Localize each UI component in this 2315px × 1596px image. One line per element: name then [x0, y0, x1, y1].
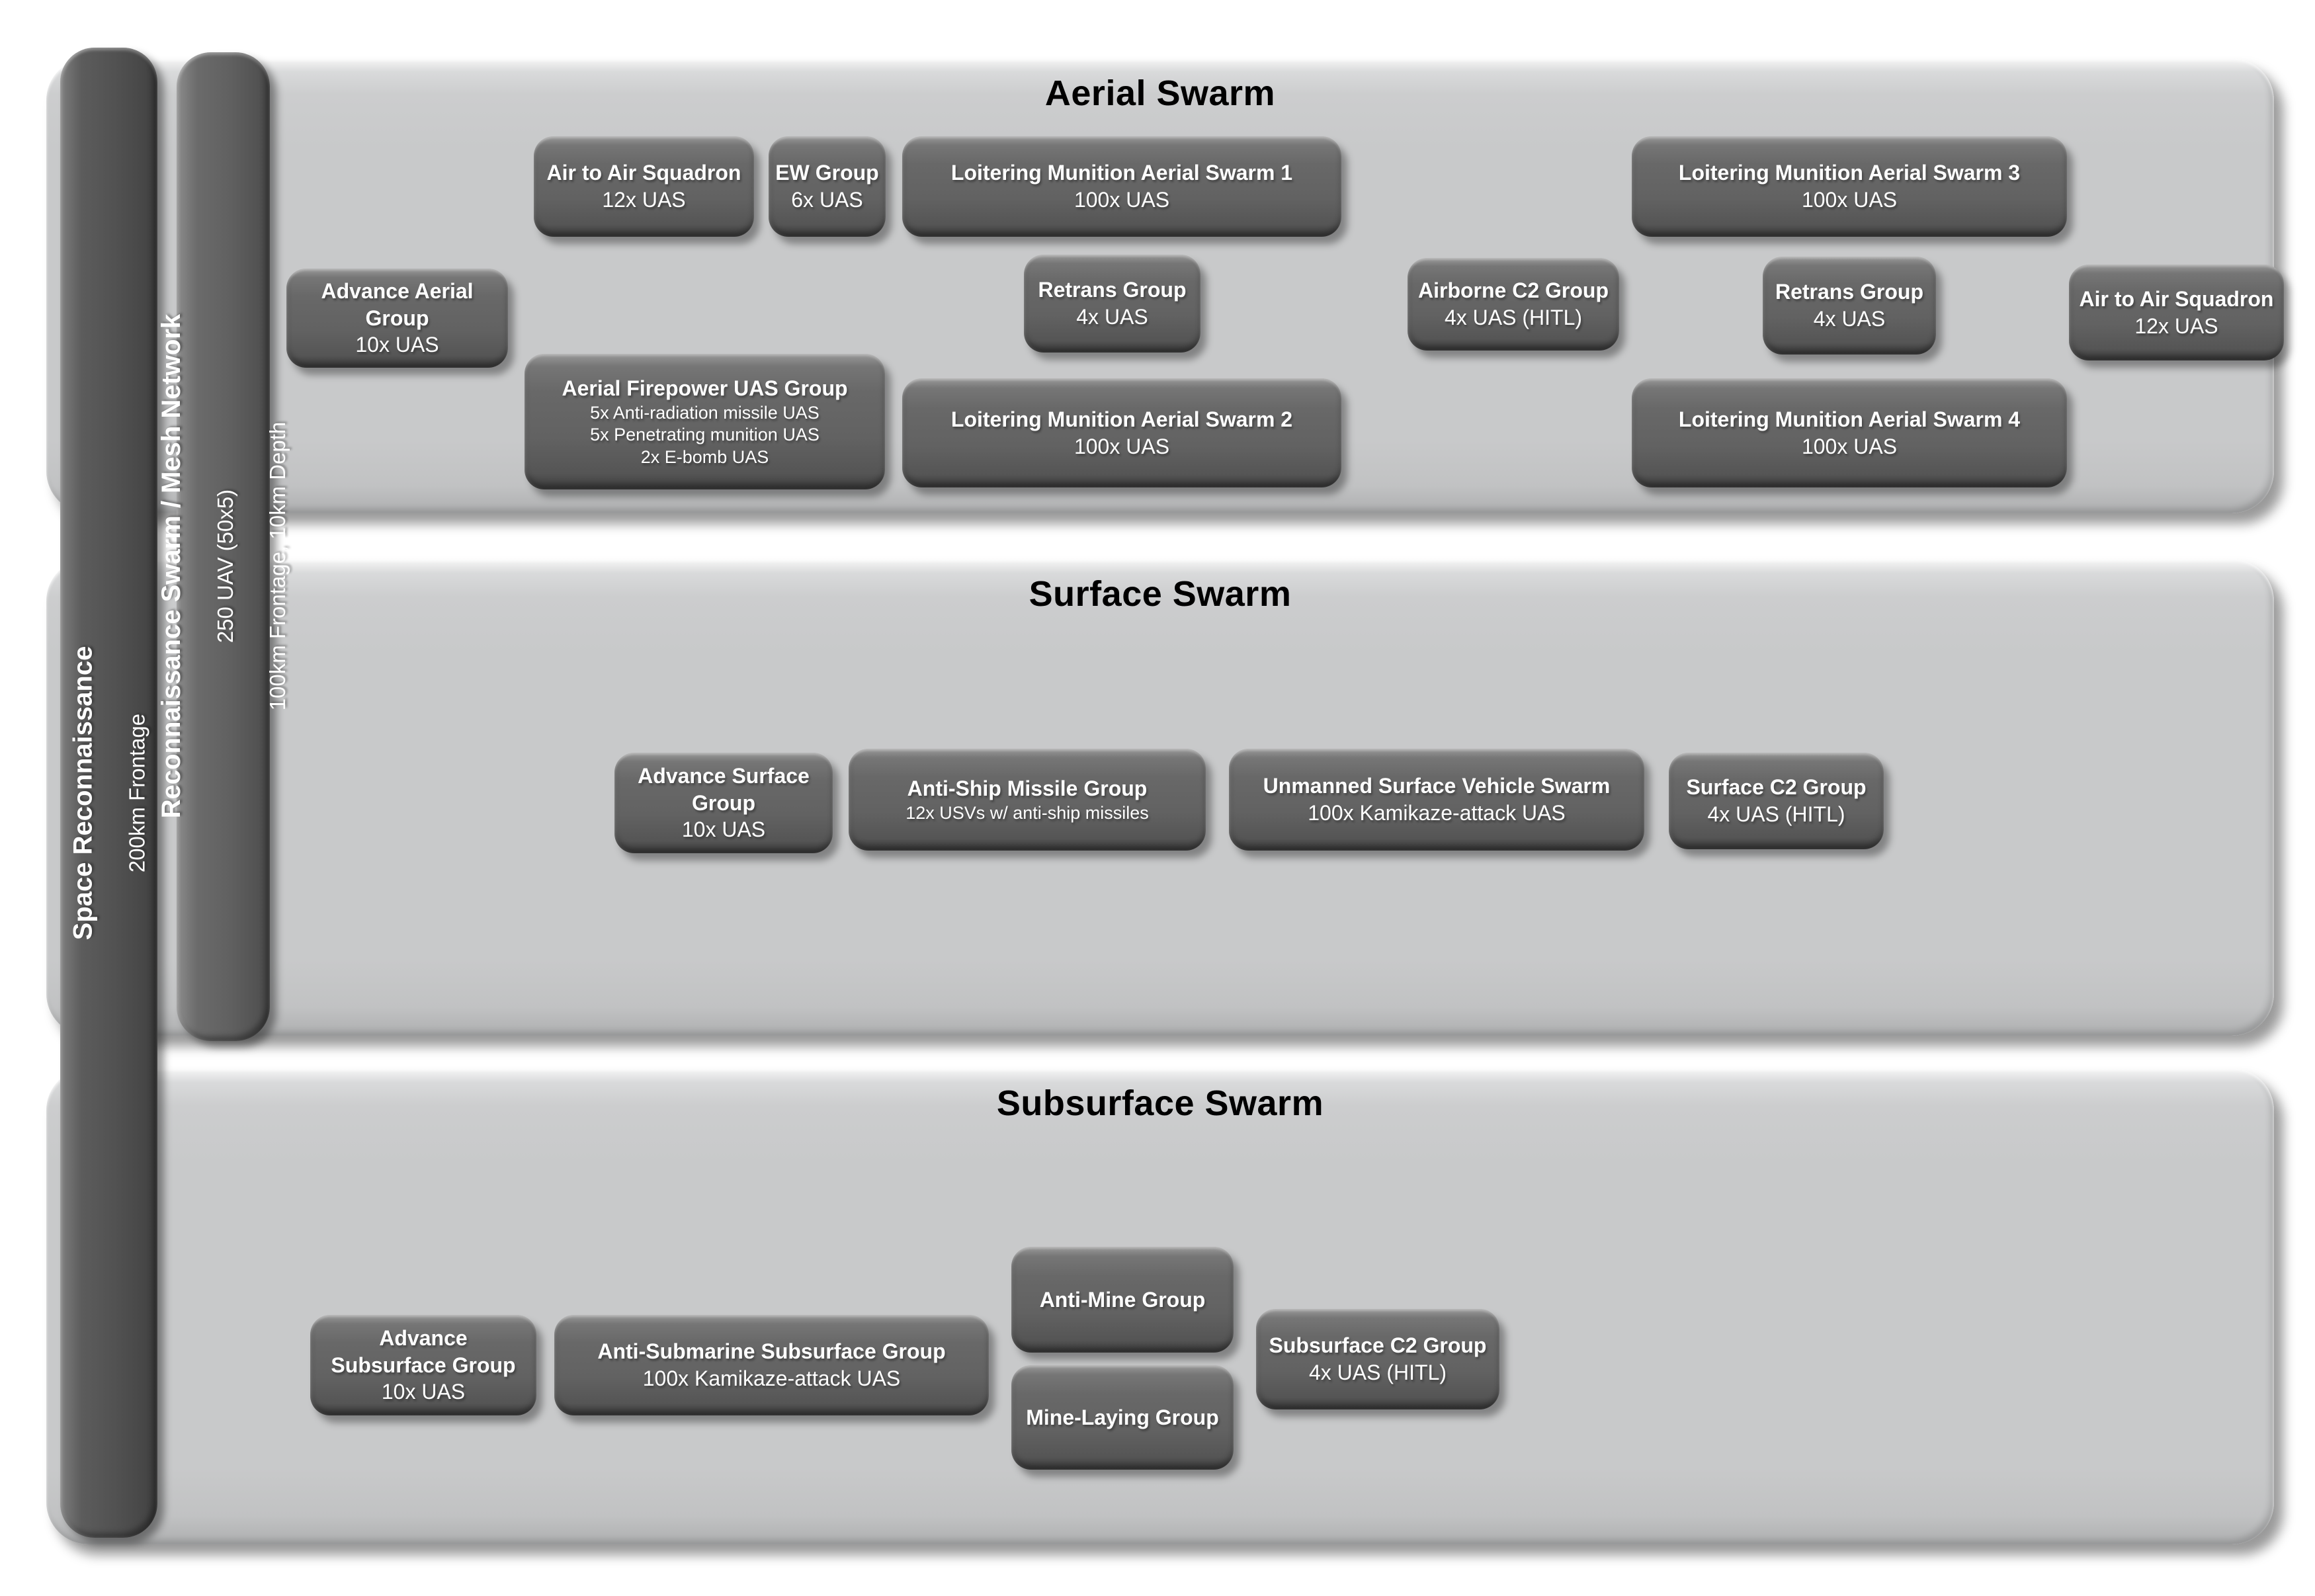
unit-title: Advance Subsurface Group	[331, 1326, 516, 1377]
rail-line: 250 UAV (50x5)	[212, 489, 237, 644]
rail-title: Reconnaissance Swarm / Mesh Network	[156, 314, 186, 819]
unit-title: Aerial Firepower UAS Group	[562, 376, 848, 400]
unit-retrans-group-left: Retrans Group 4x UAS	[1024, 255, 1200, 353]
unit-advance-surface-group: Advance Surface Group 10x UAS	[614, 753, 833, 853]
unit-title: Retrans Group	[1775, 280, 1924, 304]
unit-air-to-air-squadron-right: Air to Air Squadron 12x UAS	[2069, 265, 2284, 360]
unit-title: Anti-Submarine Subsurface Group	[597, 1339, 946, 1364]
unit-line: 12x USVs w/ anti-ship missiles	[905, 802, 1149, 823]
unit-title: Advance Aerial Group	[321, 279, 474, 330]
rail-title: Space Reconnaissance	[68, 646, 98, 940]
unit-line: 12x UAS	[2134, 314, 2218, 338]
unit-line: 10x UAS	[681, 818, 766, 842]
unit-title: Airborne C2 Group	[1417, 278, 1609, 303]
rail-line: 100km Frontage, 10km Depth	[265, 422, 290, 711]
unit-anti-mine-group: Anti-Mine Group	[1011, 1247, 1234, 1353]
unit-line: 10x UAS	[381, 1380, 466, 1404]
unit-line: 5x Penetrating munition UAS	[590, 425, 820, 445]
unit-line: 4x UAS	[1076, 305, 1148, 329]
unit-loitering-munition-aerial-swarm-3: Loitering Munition Aerial Swarm 3 100x UA…	[1632, 136, 2067, 237]
unit-title: Loitering Munition Aerial Swarm 4	[1678, 407, 2021, 431]
unit-line: 5x Anti-radiation missile UAS	[590, 402, 820, 423]
unit-line: 6x UAS	[791, 188, 863, 212]
rail-text-reconnaissance-mesh: Reconnaissance Swarm / Mesh Network 250 …	[131, 314, 316, 819]
unit-title: Loitering Munition Aerial Swarm 3	[1678, 161, 2021, 185]
unit-line: 4x UAS	[1813, 307, 1886, 331]
unit-line: 100x Kamikaze-attack UAS	[1308, 801, 1566, 825]
unit-loitering-munition-aerial-swarm-1: Loitering Munition Aerial Swarm 1 100x UA…	[902, 136, 1341, 237]
unit-line: 4x UAS (HITL)	[1308, 1361, 1447, 1384]
unit-title: Air to Air Squadron	[546, 161, 741, 185]
unit-line: 4x UAS (HITL)	[1444, 306, 1583, 329]
rail-reconnaissance-swarm-mesh-network: Reconnaissance Swarm / Mesh Network 250 …	[157, 52, 290, 1041]
unit-retrans-group-right: Retrans Group 4x UAS	[1763, 257, 1936, 355]
rail-space-reconnaissance: Space Reconnaissance 200km Frontage	[60, 48, 157, 1538]
unit-title: Anti-Ship Missile Group	[907, 776, 1148, 800]
unit-line: 100x UAS	[1073, 434, 1170, 458]
unit-title: Loitering Munition Aerial Swarm 2	[950, 407, 1293, 431]
unit-air-to-air-squadron-left: Air to Air Squadron 12x UAS	[534, 136, 754, 237]
unit-unmanned-surface-vehicle-swarm: Unmanned Surface Vehicle Swarm 100x Kamik…	[1229, 749, 1644, 851]
unit-title: Loitering Munition Aerial Swarm 1	[950, 161, 1293, 185]
unit-title: Subsurface C2 Group	[1269, 1333, 1487, 1358]
unit-line: 4x UAS (HITL)	[1707, 802, 1845, 826]
unit-line: 100x UAS	[1073, 188, 1170, 212]
unit-line: 2x E-bomb UAS	[640, 446, 769, 467]
unit-airborne-c2-group: Airborne C2 Group 4x UAS (HITL)	[1408, 258, 1619, 351]
section-title-subsurface-swarm: Subsurface Swarm	[996, 1083, 1324, 1123]
unit-subsurface-c2-group: Subsurface C2 Group 4x UAS (HITL)	[1256, 1309, 1499, 1409]
unit-title: Unmanned Surface Vehicle Swarm	[1263, 774, 1611, 798]
unit-title: EW Group	[775, 161, 879, 185]
unit-line: 12x UAS	[602, 188, 686, 212]
unit-loitering-munition-aerial-swarm-2: Loitering Munition Aerial Swarm 2 100x UA…	[902, 378, 1341, 487]
section-title-aerial-swarm: Aerial Swarm	[1044, 73, 1276, 113]
unit-ew-group: EW Group 6x UAS	[769, 136, 886, 237]
unit-title: Advance Surface Group	[638, 764, 810, 815]
unit-loitering-munition-aerial-swarm-4: Loitering Munition Aerial Swarm 4 100x UA…	[1632, 378, 2067, 487]
section-title-surface-swarm: Surface Swarm	[1029, 574, 1292, 614]
unit-advance-subsurface-group: Advance Subsurface Group 10x UAS	[310, 1315, 536, 1415]
section-surface-swarm: Surface Swarm	[46, 559, 2274, 1036]
unit-line: 100x Kamikaze-attack UAS	[642, 1366, 901, 1390]
unit-title: Air to Air Squadron	[2079, 286, 2274, 311]
unit-advance-aerial-group: Advance Aerial Group 10x UAS	[286, 269, 508, 368]
unit-line: 100x UAS	[1801, 434, 1898, 458]
unit-title: Retrans Group	[1038, 278, 1187, 302]
unit-mine-laying-group: Mine-Laying Group	[1011, 1365, 1234, 1470]
unit-title: Anti-Mine Group	[1039, 1287, 1206, 1312]
unit-title: Mine-Laying Group	[1026, 1405, 1219, 1429]
unit-title: Surface C2 Group	[1686, 775, 1867, 800]
unit-line: 10x UAS	[355, 333, 439, 357]
unit-line: 100x UAS	[1801, 188, 1898, 212]
